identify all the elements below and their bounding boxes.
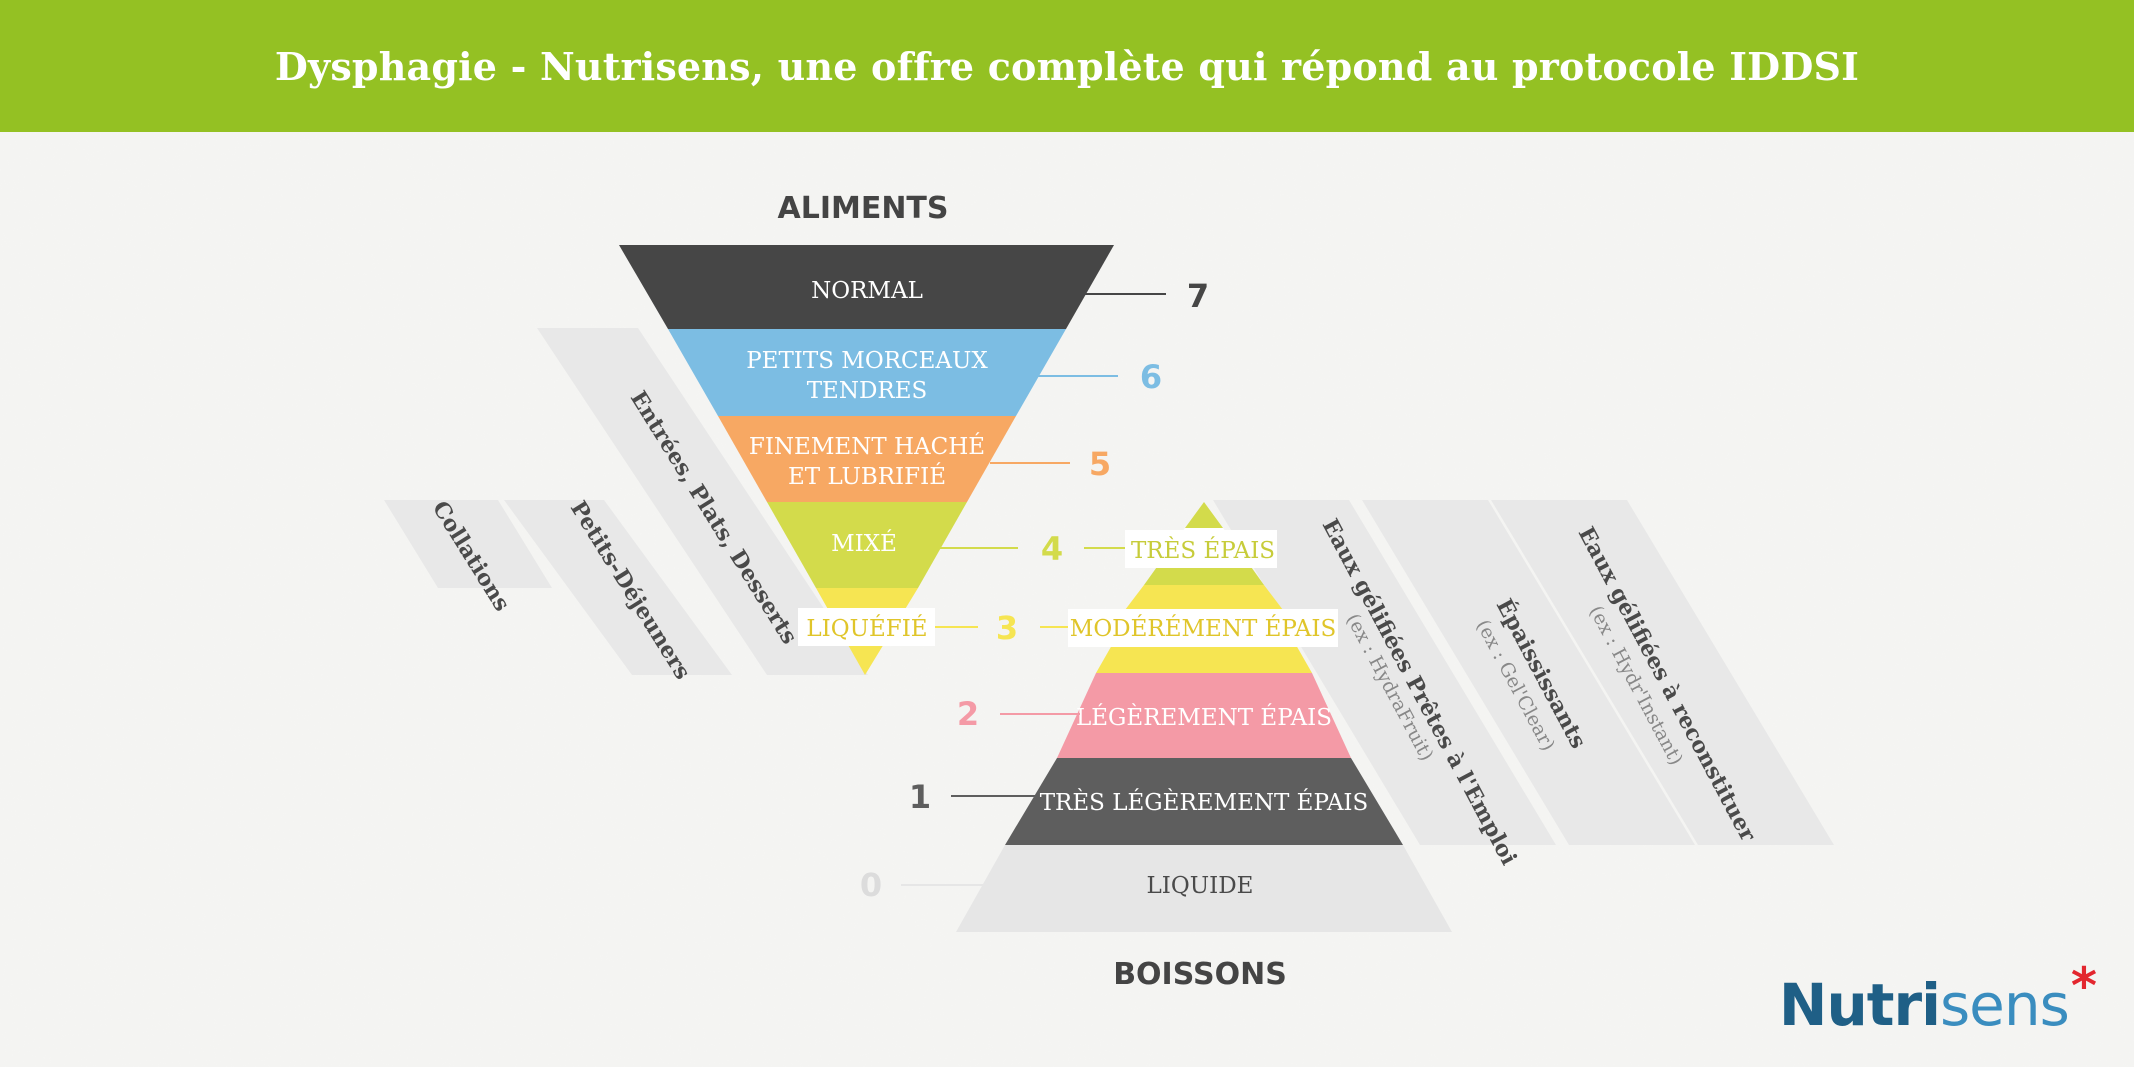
drink-level-3-label-box	[1068, 609, 1338, 647]
drink-pyramid: TRÈS ÉPAIS MODÉRÉMENT ÉPAIS LÉGÈREMENT É…	[956, 502, 1452, 932]
logo-text: Nutri	[1778, 971, 1941, 1039]
strip-collations	[384, 500, 552, 588]
food-level-5-label: ET LUBRIFIÉ	[788, 463, 946, 490]
drink-level-3-band	[1125, 585, 1283, 610]
level-6-number: 6	[1140, 358, 1162, 396]
strip-eaux-reconstituer	[1491, 500, 1834, 845]
food-level-5-label: FINEMENT HACHÉ	[749, 433, 985, 460]
food-level-6-label: PETITS MORCEAUX	[746, 348, 988, 374]
food-level-5	[718, 416, 1016, 502]
drink-level-3-band	[1096, 645, 1312, 673]
food-level-7-label: NORMAL	[811, 278, 923, 304]
food-level-6-label: TENDRES	[807, 378, 928, 404]
level-5-number: 5	[1089, 445, 1111, 483]
strip-entrees	[537, 328, 868, 675]
drinks-section-title: BOISSONS	[1113, 957, 1287, 992]
page-title: Dysphagie - Nutrisens, une offre complèt…	[274, 43, 1860, 89]
level-0-number: 0	[860, 866, 882, 904]
drink-level-1-label: TRÈS LÉGÈREMENT ÉPAIS	[1040, 789, 1369, 816]
food-level-6	[668, 329, 1066, 416]
food-level-7	[619, 245, 1114, 329]
drink-level-3-label: MODÉRÉMENT ÉPAIS	[1070, 615, 1336, 642]
level-3-number: 3	[996, 609, 1018, 647]
drink-level-1	[1005, 758, 1403, 845]
strip-petits-dejeuners	[504, 500, 732, 675]
food-level-4	[767, 502, 967, 588]
food-level-4-label: MIXÉ	[831, 530, 897, 557]
drink-product-strips: Eaux gélifiées Prêtes à l'Emploi (ex : H…	[1213, 500, 1834, 869]
drink-level-4-label: TRÈS ÉPAIS	[1131, 537, 1275, 564]
strip-epaississants	[1362, 500, 1695, 845]
drink-level-2-label: LÉGÈREMENT ÉPAIS	[1076, 704, 1332, 731]
logo-text: sens	[1939, 971, 2070, 1039]
level-2-number: 2	[957, 695, 979, 733]
drink-level-4-label-box	[1125, 530, 1277, 568]
strip-eaux-pretes	[1213, 500, 1556, 845]
header-banner: Dysphagie - Nutrisens, une offre complèt…	[0, 0, 2134, 132]
drink-level-0	[956, 845, 1452, 932]
logo-asterisk-icon: *	[2070, 957, 2097, 1015]
level-connectors: 7 6 5 4 3 2 1 0	[860, 277, 1209, 904]
foods-section-title: ALIMENTS	[777, 191, 948, 226]
food-level-3-label-box	[798, 608, 935, 646]
drink-level-4-tip	[1185, 502, 1223, 528]
level-7-number: 7	[1187, 277, 1209, 315]
level-1-number: 1	[909, 778, 931, 816]
drink-level-2	[1057, 673, 1351, 758]
drink-level-0-label: LIQUIDE	[1147, 873, 1254, 899]
food-level-3-label: LIQUÉFIÉ	[806, 615, 927, 642]
food-pyramid: NORMAL PETITS MORCEAUX TENDRES FINEMENT …	[619, 245, 1114, 675]
level-4-number: 4	[1041, 530, 1063, 568]
